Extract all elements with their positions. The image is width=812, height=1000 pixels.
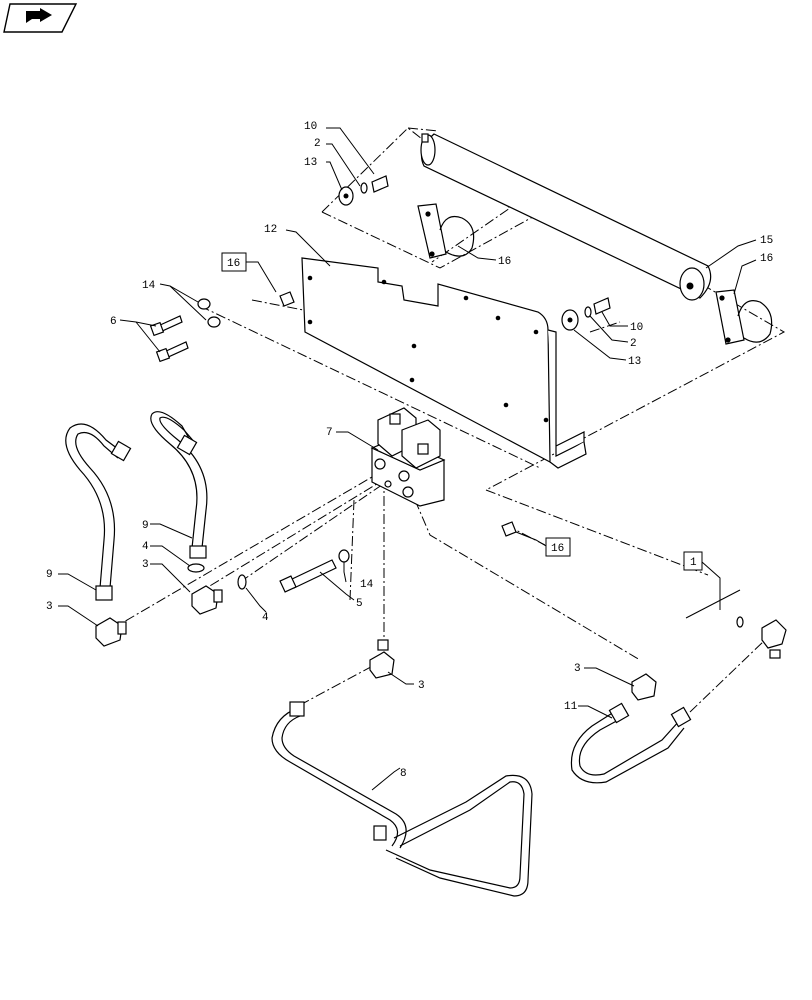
callout-3: 3	[574, 663, 581, 675]
valve-block	[370, 407, 446, 507]
callout-12: 12	[264, 224, 277, 236]
callout-4: 4	[142, 541, 149, 553]
svg-text:16: 16	[227, 258, 240, 270]
hose-left-b	[150, 411, 208, 559]
callout-14: 14	[360, 579, 374, 591]
callout-11: 11	[564, 701, 578, 713]
callout-16: 16	[498, 256, 511, 268]
callout-8: 8	[400, 768, 407, 780]
callout-3: 3	[46, 601, 53, 613]
elbow-fittings	[95, 585, 787, 701]
callout-6: 6	[110, 316, 117, 328]
callout-9: 9	[46, 569, 53, 581]
svg-text:1: 1	[690, 557, 697, 569]
callout-7: 7	[326, 427, 333, 439]
hardware-lower	[561, 297, 611, 331]
tube-8	[271, 701, 533, 897]
callout-labels: 10 2 13 12 14 6 16 15 16 10 2 13 7 9 4 3…	[46, 121, 773, 780]
callout-10: 10	[630, 322, 643, 334]
clamp-lower	[715, 289, 773, 345]
clamp-upper	[417, 203, 475, 259]
callout-2: 2	[630, 338, 637, 350]
boxed-callout-16-lower: 16	[545, 537, 571, 557]
assembly-centerlines	[109, 127, 786, 713]
callout-2: 2	[314, 138, 321, 150]
mounting-bracket	[301, 257, 587, 469]
callout-3: 3	[418, 680, 425, 692]
hose-11	[570, 702, 692, 784]
callout-4: 4	[262, 612, 269, 624]
bolts-left	[149, 291, 517, 537]
callout-3: 3	[142, 559, 149, 571]
callout-13: 13	[628, 356, 641, 368]
callout-16: 16	[760, 253, 773, 265]
hose-left-a	[65, 423, 132, 601]
callout-13: 13	[304, 157, 317, 169]
callout-10: 10	[304, 121, 317, 133]
next-page-arrow-icon[interactable]	[3, 3, 78, 33]
callout-14: 14	[142, 280, 156, 292]
svg-text:16: 16	[551, 543, 564, 555]
o-rings	[187, 563, 744, 628]
boxed-callout-16-left: 16	[221, 252, 247, 272]
boxed-callout-1: 1	[683, 551, 703, 571]
callout-5: 5	[356, 598, 363, 610]
callout-9: 9	[142, 520, 149, 532]
leader-lines	[58, 127, 757, 791]
hardware-upper	[338, 175, 389, 206]
bolt-5	[279, 549, 350, 593]
accumulator-cylinder	[420, 133, 712, 301]
callout-15: 15	[760, 235, 773, 247]
